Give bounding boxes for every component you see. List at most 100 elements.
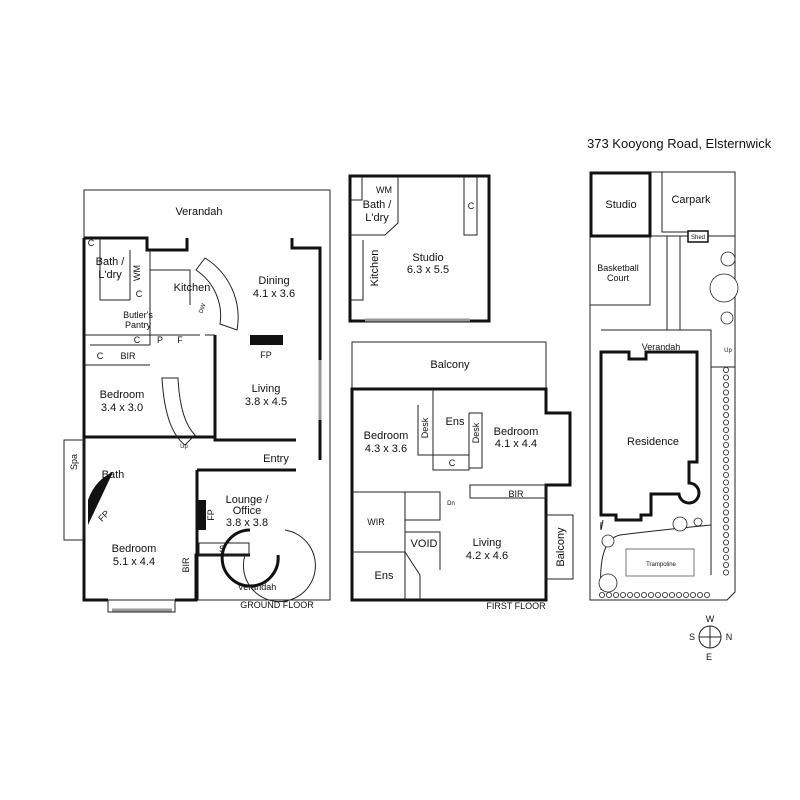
shrub [641, 592, 648, 599]
label-kitchen: Kitchen [369, 250, 381, 287]
curved-verandah-wall [220, 528, 280, 588]
label-spa: Spa [69, 454, 79, 470]
shrub [599, 592, 606, 599]
shrub [704, 592, 711, 599]
address-title: 373 Kooyong Road, Elsternwick [587, 136, 772, 151]
shrub [723, 426, 730, 433]
shrub [723, 554, 730, 561]
label-desk: Desk [471, 422, 481, 443]
residence-walls [599, 350, 701, 522]
label-living: Living [252, 383, 281, 395]
shrub [723, 381, 730, 388]
kitchen-island [195, 257, 239, 331]
site-studio [589, 171, 652, 238]
shrub [627, 592, 634, 599]
first-floor-caption: FIRST FLOOR [486, 601, 546, 611]
first-floor-plan: Balcony Bedroom 4.3 x 3.6 Desk Ens Desk … [350, 341, 574, 611]
label-bath-laundry: L'dry [98, 269, 122, 281]
site-plan: Studio Carpark Shed Basketball Court Ver… [589, 171, 739, 601]
label-bath-laundry: Bath / [96, 256, 126, 268]
shrub [723, 569, 730, 576]
label-cupboard: C [468, 201, 475, 211]
label-residence: Residence [627, 436, 679, 448]
ground-floor-plan: Verandah C Bath / L'dry WM C Kitchen DW … [63, 189, 331, 613]
compass-west: W [706, 614, 715, 624]
label-bedroom-size: 4.1 x 4.4 [495, 438, 537, 450]
label-bath: Bath [102, 469, 125, 481]
bay-window [107, 600, 176, 613]
shrub [723, 419, 730, 426]
shrub [723, 374, 730, 381]
label-up: Up [724, 348, 732, 354]
shrub [723, 449, 730, 456]
shrub [723, 509, 730, 516]
shrub [723, 396, 730, 403]
garden-path [600, 519, 712, 591]
label-kitchen: Kitchen [174, 282, 211, 294]
shed [687, 230, 709, 243]
shrub [662, 592, 669, 599]
label-cupboard: C [136, 289, 143, 299]
shrub [634, 592, 641, 599]
label-bedroom-size: 3.4 x 3.0 [101, 402, 143, 414]
studio-walls [348, 174, 491, 323]
shrub [606, 592, 613, 599]
shrub [723, 524, 730, 531]
label-dw: DW [199, 303, 208, 315]
label-bedroom-size: 5.1 x 4.4 [113, 556, 155, 568]
label-cupboard: C [449, 458, 456, 468]
label-cupboard: C [88, 238, 95, 248]
ground-floor-caption: GROUND FLOOR [240, 600, 314, 610]
compass: W S N E [689, 614, 732, 662]
storage [198, 542, 250, 556]
label-bath-laundry: Bath / [363, 199, 393, 211]
label-dining-size: 4.1 x 3.6 [253, 288, 295, 300]
first-floor-walls [350, 387, 572, 602]
compass-south: S [689, 632, 695, 642]
label-balcony: Balcony [430, 359, 470, 371]
label-ens: Ens [375, 570, 394, 582]
label-lounge-size: 3.8 x 3.8 [226, 517, 268, 529]
ground-walls [82, 236, 322, 602]
label-site-studio: Studio [605, 199, 636, 211]
label-basketball-court: Basketball [597, 263, 639, 273]
side-balcony [545, 514, 574, 580]
hedge-shrubs [599, 366, 730, 599]
label-verandah: Verandah [642, 342, 681, 352]
shrub [723, 366, 730, 373]
shrub [723, 389, 730, 396]
ground-partitions [84, 238, 215, 366]
compass-east: E [706, 652, 712, 662]
shrub [655, 592, 662, 599]
shrub [723, 532, 730, 539]
shrub [723, 464, 730, 471]
trees [598, 251, 739, 593]
shrub [723, 404, 730, 411]
label-butlers-pantry: Butler's [123, 310, 153, 320]
label-trampoline: Trampoline [646, 562, 676, 568]
label-fp: FP [206, 509, 216, 521]
label-living: Living [473, 537, 502, 549]
label-entry: Entry [263, 453, 289, 465]
label-basketball-court: Court [607, 273, 630, 283]
label-living-size: 3.8 x 4.5 [245, 396, 287, 408]
label-pantry: P [157, 335, 163, 345]
shrub [723, 562, 730, 569]
shrub [648, 592, 655, 599]
label-bedroom: Bedroom [364, 430, 409, 442]
label-balcony: Balcony [555, 527, 567, 567]
label-lounge: Office [233, 505, 262, 517]
shrub [723, 517, 730, 524]
label-carpark: Carpark [671, 194, 711, 206]
shrub [723, 494, 730, 501]
label-storage: S [219, 544, 225, 554]
staircase [161, 377, 196, 446]
studio-building-plan: WM Bath / L'dry C Kitchen Studio 6.3 x 5… [348, 174, 491, 323]
shrub [690, 592, 697, 599]
label-up: Up [180, 444, 188, 450]
lounge-fireplace [198, 500, 206, 530]
shrub [723, 441, 730, 448]
fireplace [250, 335, 283, 345]
first-floor-partitions [352, 389, 547, 600]
shrub [613, 592, 620, 599]
